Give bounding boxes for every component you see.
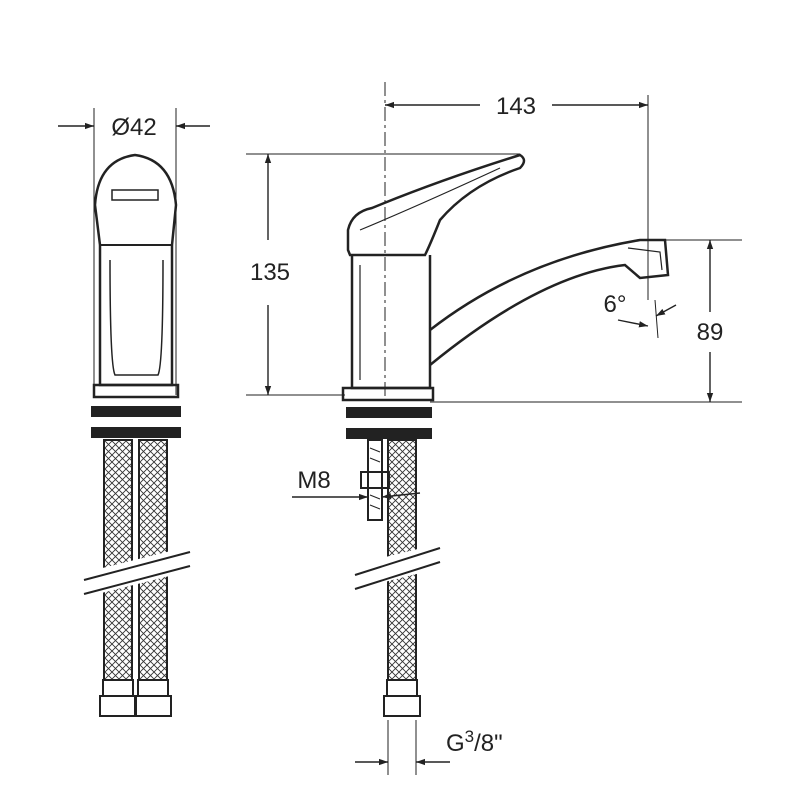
connection-sup: 3 <box>465 727 474 746</box>
spout-height-label: 89 <box>697 319 724 346</box>
front-view <box>58 108 210 717</box>
width-label: 143 <box>496 93 536 120</box>
connection-label: G3/8" <box>446 727 503 757</box>
side-body <box>350 255 432 390</box>
front-lever <box>93 153 178 246</box>
front-hose-left <box>103 439 133 681</box>
angle-label: 6° <box>604 291 627 318</box>
height-label: 135 <box>250 259 290 286</box>
connection-rest: /8" <box>474 730 503 757</box>
connection-prefix: G <box>446 730 465 757</box>
side-view <box>246 82 742 775</box>
spout <box>429 238 670 366</box>
thread-label: M8 <box>297 467 330 494</box>
diameter-label: Ø42 <box>111 114 156 141</box>
side-lever <box>346 153 526 257</box>
